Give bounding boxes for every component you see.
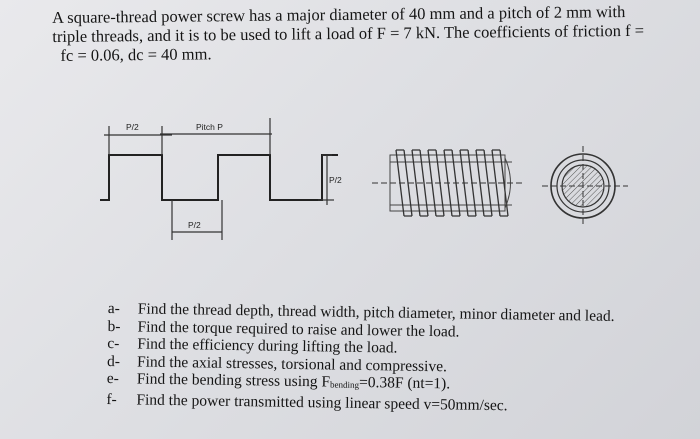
- task-label: d-: [106, 352, 121, 370]
- square-thread-profile: [100, 154, 338, 201]
- threaded-rod-drawing: [372, 149, 524, 217]
- thread-end-view: [542, 146, 628, 226]
- label-pitch: Pitch P: [196, 122, 223, 132]
- dimension-lines: [104, 118, 334, 240]
- task-label: a-: [107, 300, 121, 318]
- task-text-before: Find the bending stress using F: [136, 370, 331, 391]
- task-text-after: =0.38F (nt=1).: [358, 373, 451, 393]
- task-label: c-: [107, 334, 120, 353]
- label-half-pitch-depth: P/2: [329, 175, 342, 185]
- task-text-subscript: bending: [329, 379, 360, 390]
- task-label: f-: [106, 390, 117, 408]
- task-list: a- Find the thread depth, thread width, …: [106, 300, 668, 417]
- task-label: b-: [107, 317, 121, 335]
- task-label: e-: [106, 369, 119, 388]
- thread-figure: P/2 Pitch P P/2 P/2: [100, 118, 628, 240]
- label-half-pitch-bottom: P/2: [188, 220, 201, 230]
- label-half-pitch-top: P/2: [126, 122, 139, 132]
